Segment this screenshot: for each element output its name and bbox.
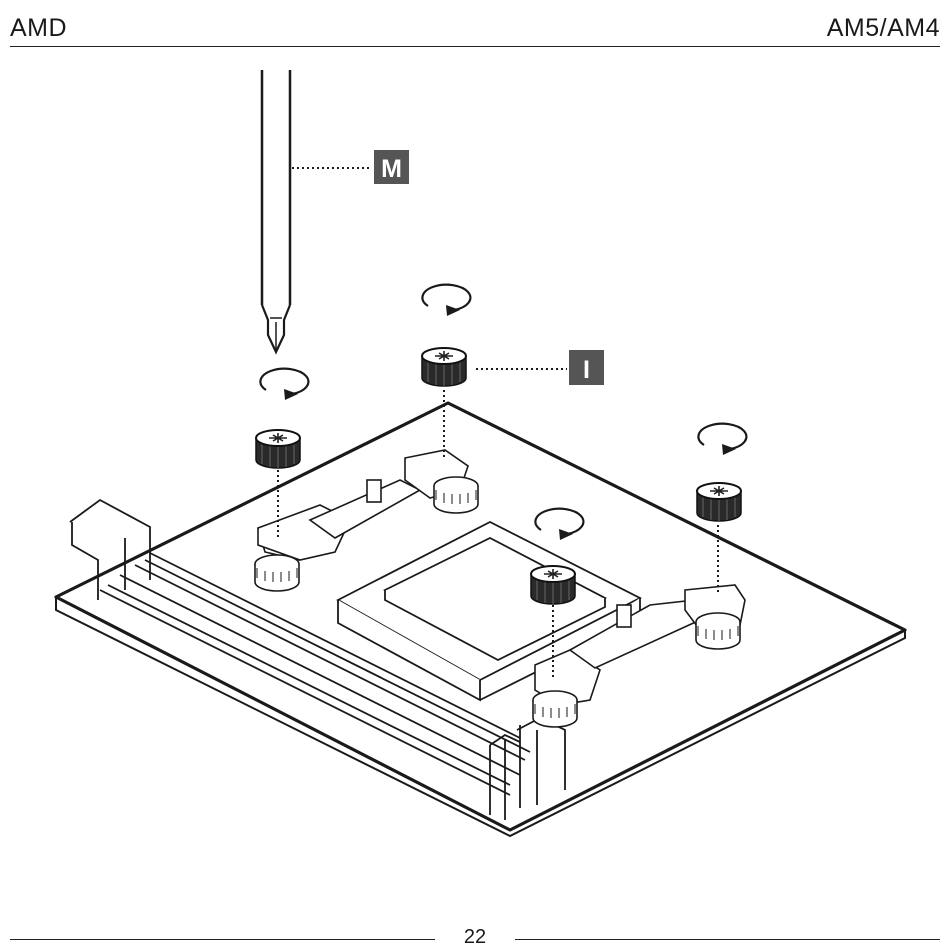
mount-post	[533, 691, 577, 727]
part-callout-label: I	[583, 356, 590, 384]
footer-rule-left	[10, 939, 435, 940]
thumbscrew-icon	[531, 566, 575, 604]
rotate-clockwise-icon	[698, 424, 746, 455]
rotate-clockwise-icon	[422, 285, 470, 316]
rotate-clockwise-icon	[260, 369, 308, 400]
tool-callout-label: M	[381, 155, 402, 183]
screwdriver-icon	[262, 70, 290, 352]
tool-callout-tag: M	[374, 150, 409, 184]
thumbscrew-icon	[697, 483, 741, 521]
page-number: 22	[450, 926, 500, 949]
part-callout-tag: I	[569, 350, 604, 385]
mount-post	[434, 477, 478, 513]
footer-rule-right	[515, 939, 940, 940]
thumbscrew-icon	[422, 348, 466, 386]
mount-post	[696, 613, 740, 649]
mount-post	[255, 555, 299, 591]
thumbscrew-icon	[256, 430, 300, 468]
